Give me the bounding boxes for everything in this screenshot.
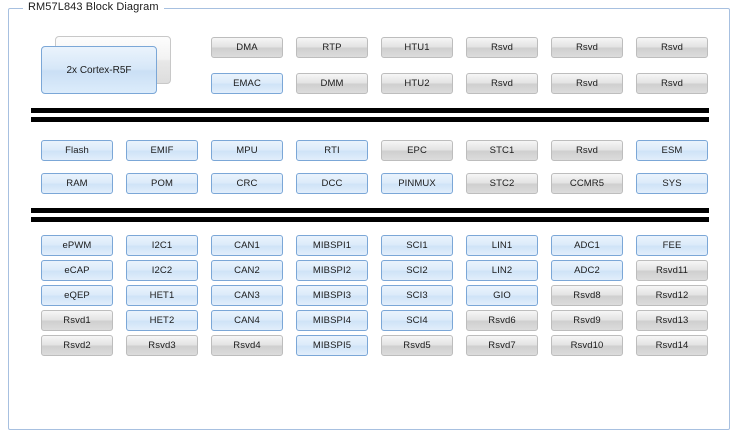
block-lin1[interactable]: LIN1 (466, 235, 538, 256)
block-rsvd[interactable]: Rsvd (551, 73, 623, 94)
block-esm[interactable]: ESM (636, 140, 708, 161)
block-het1[interactable]: HET1 (126, 285, 198, 306)
block-rsvd8[interactable]: Rsvd8 (551, 285, 623, 306)
page-title: RM57L843 Block Diagram (23, 1, 164, 13)
block-emac[interactable]: EMAC (211, 73, 283, 94)
block-sci2[interactable]: SCI2 (381, 260, 453, 281)
block-ecap[interactable]: eCAP (41, 260, 113, 281)
block-fee[interactable]: FEE (636, 235, 708, 256)
block-flash[interactable]: Flash (41, 140, 113, 161)
block-rti[interactable]: RTI (296, 140, 368, 161)
block-mibspi5[interactable]: MIBSPI5 (296, 335, 368, 356)
block-sci1[interactable]: SCI1 (381, 235, 453, 256)
block-mibspi1[interactable]: MIBSPI1 (296, 235, 368, 256)
block-eqep[interactable]: eQEP (41, 285, 113, 306)
block-rsvd[interactable]: Rsvd (636, 73, 708, 94)
block-sci4[interactable]: SCI4 (381, 310, 453, 331)
block-lin2[interactable]: LIN2 (466, 260, 538, 281)
block-stc1[interactable]: STC1 (466, 140, 538, 161)
block-emif[interactable]: EMIF (126, 140, 198, 161)
block-can1[interactable]: CAN1 (211, 235, 283, 256)
block-rsvd[interactable]: Rsvd (466, 73, 538, 94)
block-sys[interactable]: SYS (636, 173, 708, 194)
block-diagram-groupbox: RM57L843 Block Diagram 2x Cortex-R5F DMA… (8, 1, 731, 431)
block-mibspi4[interactable]: MIBSPI4 (296, 310, 368, 331)
block-pinmux[interactable]: PINMUX (381, 173, 453, 194)
block-rsvd11[interactable]: Rsvd11 (636, 260, 708, 281)
bus-lower (31, 208, 709, 222)
block-adc1[interactable]: ADC1 (551, 235, 623, 256)
block-rsvd6[interactable]: Rsvd6 (466, 310, 538, 331)
block-rsvd12[interactable]: Rsvd12 (636, 285, 708, 306)
block-rsvd7[interactable]: Rsvd7 (466, 335, 538, 356)
block-can2[interactable]: CAN2 (211, 260, 283, 281)
block-sci3[interactable]: SCI3 (381, 285, 453, 306)
block-mibspi3[interactable]: MIBSPI3 (296, 285, 368, 306)
bus-lower-bar (31, 217, 709, 222)
block-crc[interactable]: CRC (211, 173, 283, 194)
block-can3[interactable]: CAN3 (211, 285, 283, 306)
block-ram[interactable]: RAM (41, 173, 113, 194)
block-stc2[interactable]: STC2 (466, 173, 538, 194)
bus-upper-bar (31, 108, 709, 113)
block-can4[interactable]: CAN4 (211, 310, 283, 331)
block-dma[interactable]: DMA (211, 37, 283, 58)
block-gio[interactable]: GIO (466, 285, 538, 306)
block-rsvd13[interactable]: Rsvd13 (636, 310, 708, 331)
block-rsvd5[interactable]: Rsvd5 (381, 335, 453, 356)
block-rsvd[interactable]: Rsvd (551, 37, 623, 58)
block-epc[interactable]: EPC (381, 140, 453, 161)
block-dcc[interactable]: DCC (296, 173, 368, 194)
bus-lower-bar (31, 208, 709, 213)
block-htu2[interactable]: HTU2 (381, 73, 453, 94)
block-het2[interactable]: HET2 (126, 310, 198, 331)
block-i2c1[interactable]: I2C1 (126, 235, 198, 256)
block-dmm[interactable]: DMM (296, 73, 368, 94)
block-rsvd[interactable]: Rsvd (466, 37, 538, 58)
cpu-block-stack[interactable]: 2x Cortex-R5F (41, 36, 171, 98)
block-rsvd4[interactable]: Rsvd4 (211, 335, 283, 356)
block-rtp[interactable]: RTP (296, 37, 368, 58)
block-adc2[interactable]: ADC2 (551, 260, 623, 281)
block-epwm[interactable]: ePWM (41, 235, 113, 256)
cpu-block-cortex-r5f[interactable]: 2x Cortex-R5F (41, 46, 157, 94)
block-rsvd14[interactable]: Rsvd14 (636, 335, 708, 356)
block-htu1[interactable]: HTU1 (381, 37, 453, 58)
block-pom[interactable]: POM (126, 173, 198, 194)
block-ccmr5[interactable]: CCMR5 (551, 173, 623, 194)
block-rsvd9[interactable]: Rsvd9 (551, 310, 623, 331)
bus-upper (31, 108, 709, 122)
bus-upper-bar (31, 117, 709, 122)
block-rsvd[interactable]: Rsvd (636, 37, 708, 58)
block-rsvd[interactable]: Rsvd (551, 140, 623, 161)
block-i2c2[interactable]: I2C2 (126, 260, 198, 281)
block-rsvd10[interactable]: Rsvd10 (551, 335, 623, 356)
block-rsvd3[interactable]: Rsvd3 (126, 335, 198, 356)
block-rsvd2[interactable]: Rsvd2 (41, 335, 113, 356)
block-mpu[interactable]: MPU (211, 140, 283, 161)
block-mibspi2[interactable]: MIBSPI2 (296, 260, 368, 281)
block-rsvd1[interactable]: Rsvd1 (41, 310, 113, 331)
